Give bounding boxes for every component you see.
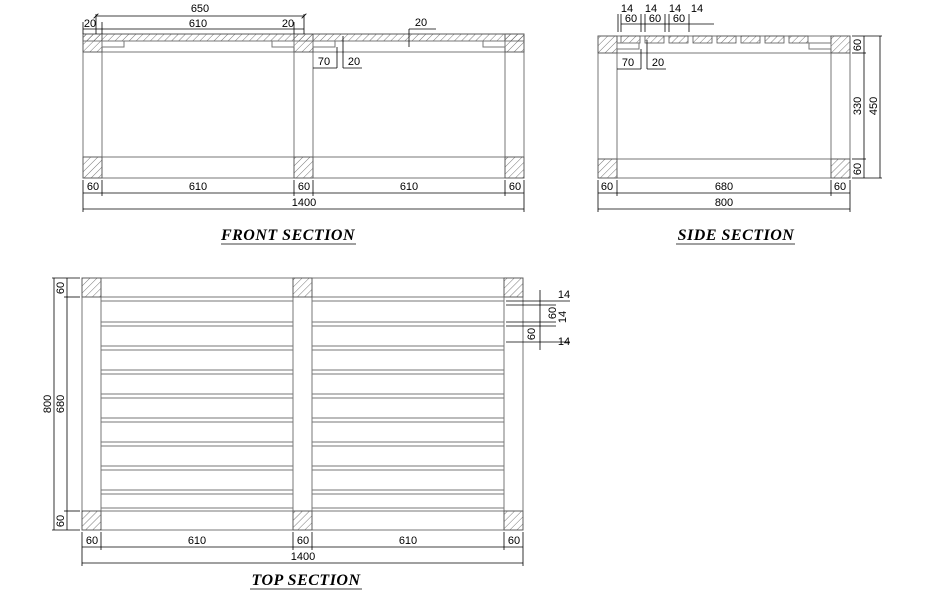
front-post-bottom xyxy=(293,156,314,179)
side-bottom-680: 680 xyxy=(715,181,733,193)
side-slat xyxy=(668,35,689,44)
top-bottom-60-c: 60 xyxy=(508,535,520,547)
side-dim-20: 20 xyxy=(652,57,664,69)
top-post xyxy=(81,277,102,298)
side-right-450: 450 xyxy=(868,97,880,115)
front-bottom-60-a: 60 xyxy=(87,181,99,193)
side-top-14-b: 14 xyxy=(645,3,657,15)
top-section-title: TOP SECTION xyxy=(251,572,361,589)
front-bottom-60-c: 60 xyxy=(509,181,521,193)
top-right-60-b: 60 xyxy=(526,328,538,340)
top-post xyxy=(81,510,102,531)
front-total-1400: 1400 xyxy=(292,197,316,209)
front-dim-20-mid: 20 xyxy=(348,56,360,68)
side-post-bottom xyxy=(597,158,618,179)
side-cleat xyxy=(808,42,832,50)
front-post-bottom xyxy=(82,156,103,179)
top-right-14-c: 14 xyxy=(558,336,570,348)
side-slat xyxy=(644,35,665,44)
side-slat xyxy=(788,35,809,44)
front-cleat xyxy=(271,40,295,48)
top-right-14-b: 14 xyxy=(557,311,569,323)
side-top-60-c: 60 xyxy=(673,13,685,25)
top-left-60-bot: 60 xyxy=(55,515,67,527)
side-bottom-60-b: 60 xyxy=(834,181,846,193)
front-dim-650: 650 xyxy=(191,3,209,15)
side-slat xyxy=(764,35,785,44)
side-frame-outline xyxy=(597,35,851,179)
front-post-top xyxy=(504,33,525,53)
top-post xyxy=(503,510,524,531)
top-bottom-610-b: 610 xyxy=(399,535,417,547)
side-top-60-a: 60 xyxy=(625,13,637,25)
side-right-330: 330 xyxy=(852,97,864,115)
side-dim-70: 70 xyxy=(622,57,634,69)
top-slats-left xyxy=(101,300,293,509)
top-slats-right xyxy=(312,300,504,509)
top-post xyxy=(503,277,524,298)
top-left-680: 680 xyxy=(55,395,67,413)
side-post-top xyxy=(597,35,618,54)
top-section-drawing: 60 800 680 60 14 60 14 60 14 60 610 60 6… xyxy=(42,277,570,590)
top-left-800: 800 xyxy=(42,395,54,413)
top-bottom-60-a: 60 xyxy=(86,535,98,547)
top-right-14-a: 14 xyxy=(558,289,570,301)
side-cleat xyxy=(616,42,640,50)
front-cleat xyxy=(101,40,125,48)
top-bottom-60-b: 60 xyxy=(297,535,309,547)
front-post-top xyxy=(293,33,314,53)
front-bottom-610-a: 610 xyxy=(189,181,207,193)
side-top-14-d: 14 xyxy=(691,3,703,15)
side-right-60-top: 60 xyxy=(852,39,864,51)
side-post-top xyxy=(830,35,851,54)
side-top-14-a: 14 xyxy=(621,3,633,15)
top-bottom-610-a: 610 xyxy=(188,535,206,547)
side-section-drawing: 14 60 14 60 14 60 14 70 20 60 330 450 60… xyxy=(597,3,882,245)
front-post-bottom xyxy=(504,156,525,179)
side-slat xyxy=(740,35,761,44)
side-slat xyxy=(620,35,641,44)
front-section-drawing: 650 20 610 20 20 70 20 60 610 60 610 60 … xyxy=(82,3,525,245)
side-right-60-bot: 60 xyxy=(852,163,864,175)
front-cleat xyxy=(482,40,506,48)
side-top-60-b: 60 xyxy=(649,13,661,25)
top-post xyxy=(292,510,313,531)
side-bottom-60-a: 60 xyxy=(601,181,613,193)
side-slat xyxy=(716,35,737,44)
top-frame-outline xyxy=(81,277,524,531)
side-top-14-c: 14 xyxy=(669,3,681,15)
top-left-60-top: 60 xyxy=(55,282,67,294)
front-cleat xyxy=(312,40,336,48)
side-slat xyxy=(692,35,713,44)
front-bottom-60-b: 60 xyxy=(298,181,310,193)
top-post xyxy=(292,277,313,298)
front-dim-20-right: 20 xyxy=(282,18,294,30)
front-post-top xyxy=(82,33,103,53)
front-dim-70: 70 xyxy=(318,56,330,68)
side-section-title: SIDE SECTION xyxy=(678,227,796,244)
front-frame-outline xyxy=(82,33,525,179)
side-total-800: 800 xyxy=(715,197,733,209)
top-total-1400: 1400 xyxy=(291,551,315,563)
front-dim-610-top: 610 xyxy=(189,18,207,30)
top-right-60-a: 60 xyxy=(547,307,559,319)
front-dim-20-far: 20 xyxy=(415,17,427,29)
front-bottom-610-b: 610 xyxy=(400,181,418,193)
front-section-title: FRONT SECTION xyxy=(220,227,356,244)
front-dim-20-left: 20 xyxy=(84,18,96,30)
side-post-bottom xyxy=(830,158,851,179)
